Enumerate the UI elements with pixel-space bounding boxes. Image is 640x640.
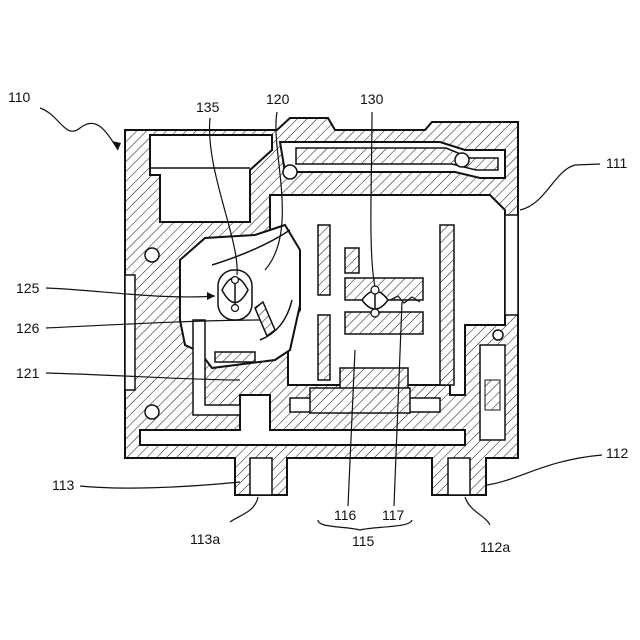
label-110: 110 [8,89,31,105]
partition-a [318,225,330,295]
seat-lower [345,312,423,334]
label-126: 126 [16,320,40,336]
label-135: 135 [196,99,220,115]
label-117: 117 [382,507,405,523]
bar-121 [215,352,255,362]
label-130: 130 [360,91,384,107]
label-111: 111 [606,155,627,171]
label-120: 120 [266,91,290,107]
label-113: 113 [52,477,75,493]
bolt-hole-1 [145,248,159,262]
port-113a [250,458,272,495]
label-115: 115 [352,533,375,549]
label-112a: 112a [480,539,510,555]
label-113a: 113a [190,531,220,547]
label-125: 125 [16,280,40,296]
label-121: 121 [16,365,40,381]
port-112a [448,458,470,495]
label-116: 116 [334,507,357,523]
label-112: 112 [606,445,629,461]
